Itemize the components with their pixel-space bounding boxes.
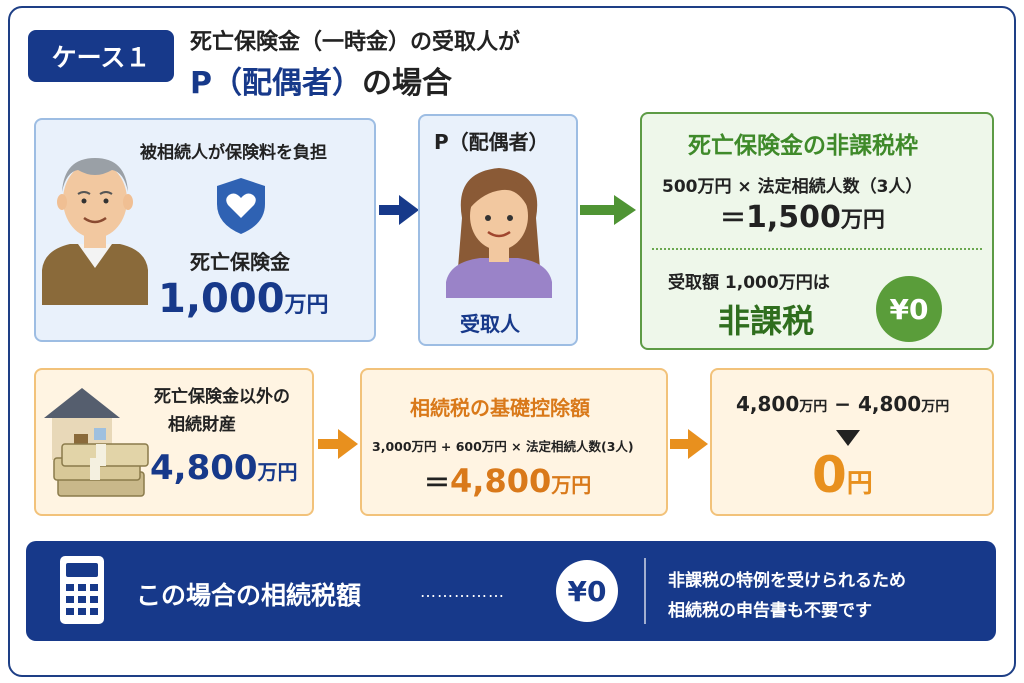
woman-icon — [446, 168, 552, 298]
basic-deduction-unit: 万円 — [551, 473, 592, 497]
calculation-b: 4,800 — [857, 392, 922, 416]
estate-amount-value: 4,800 — [150, 448, 258, 488]
exemption-formula: 500万円 × 法定相続人数（3人） — [662, 177, 923, 197]
zero-yen-badge: ¥0 — [876, 276, 942, 342]
calculation-formula: 4,800万円 − 4,800万円 — [736, 392, 949, 416]
insurance-amount: 1,000万円 — [158, 276, 329, 322]
arrow-right-icon — [318, 429, 358, 459]
tax-note-line2: 相続税の申告書も不要です — [668, 601, 872, 621]
calculation-a: 4,800 — [736, 392, 800, 416]
case-label: ケース１ — [51, 43, 151, 72]
exemption-heading: 死亡保険金の非課税枠 — [688, 133, 918, 159]
calculation-minus: − — [827, 392, 858, 416]
basic-deduction-heading: 相続税の基礎控除額 — [410, 396, 590, 420]
basic-deduction-amount: 4,800 — [450, 462, 552, 500]
estate-amount-unit: 万円 — [257, 460, 298, 484]
estate-line1: 死亡保険金以外の — [154, 387, 290, 407]
calculation-a-unit: 万円 — [799, 399, 828, 415]
insurance-amount-unit: 万円 — [284, 293, 329, 318]
dotted-divider — [652, 248, 982, 250]
insurance-label: 死亡保険金 — [190, 250, 290, 274]
tax-result-label: この場合の相続税額 — [136, 581, 362, 610]
beneficiary-label: 受取人 — [460, 312, 520, 336]
tax-zero-badge: ¥0 — [556, 560, 618, 622]
leader-dots: …………… — [420, 582, 505, 601]
basic-deduction-formula: 3,000万円 + 600万円 × 法定相続人数(3人) — [372, 439, 634, 454]
calculation-result: 0円 — [812, 446, 873, 504]
title-line2: P（配偶者）の場合 — [190, 58, 452, 102]
basic-deduction-prefix: ＝ — [424, 469, 451, 499]
received-text: 受取額 1,000万円は — [668, 273, 830, 293]
arrow-right-icon — [670, 429, 708, 459]
tax-note-line1: 非課税の特例を受けられるため — [668, 571, 906, 591]
shield-heart-icon — [217, 178, 265, 234]
tax-result-bar — [26, 541, 996, 641]
calculation-box — [710, 368, 994, 516]
case-badge: ケース１ — [28, 30, 174, 82]
basic-deduction-box — [360, 368, 668, 516]
bar-divider — [644, 558, 646, 624]
insurance-amount-value: 1,000 — [158, 276, 285, 322]
arrow-right-icon — [580, 195, 636, 225]
basic-deduction-result: ＝4,800万円 — [424, 462, 591, 500]
zero-yen-badge-text: ¥0 — [889, 292, 929, 326]
money-stack-icon — [53, 443, 149, 497]
title-line1: 死亡保険金（一時金）の受取人が — [190, 30, 521, 55]
calculator-icon — [60, 556, 104, 624]
title-suffix: の場合 — [362, 66, 452, 101]
title-accent: P（配偶者） — [190, 66, 362, 101]
exemption-result-amount: 1,500 — [746, 200, 841, 235]
calculation-result-value: 0 — [812, 446, 847, 504]
nontaxable-text: 非課税 — [718, 302, 815, 340]
arrow-right-icon — [379, 195, 419, 225]
triangle-down-icon — [836, 430, 860, 446]
insurance-heading: 被相続人が保険料を負担 — [140, 143, 327, 163]
estate-line2: 相続財産 — [168, 415, 236, 435]
exemption-result: ＝1,500万円 — [720, 198, 885, 235]
calculation-b-unit: 万円 — [921, 399, 950, 415]
exemption-result-prefix: ＝ — [720, 204, 747, 234]
grandfather-icon — [42, 158, 148, 305]
exemption-result-unit: 万円 — [840, 208, 885, 233]
estate-amount: 4,800万円 — [150, 448, 298, 488]
calculation-result-unit: 円 — [846, 469, 873, 499]
tax-zero-badge-text: ¥0 — [567, 574, 607, 608]
beneficiary-heading: P（配偶者） — [434, 130, 549, 154]
